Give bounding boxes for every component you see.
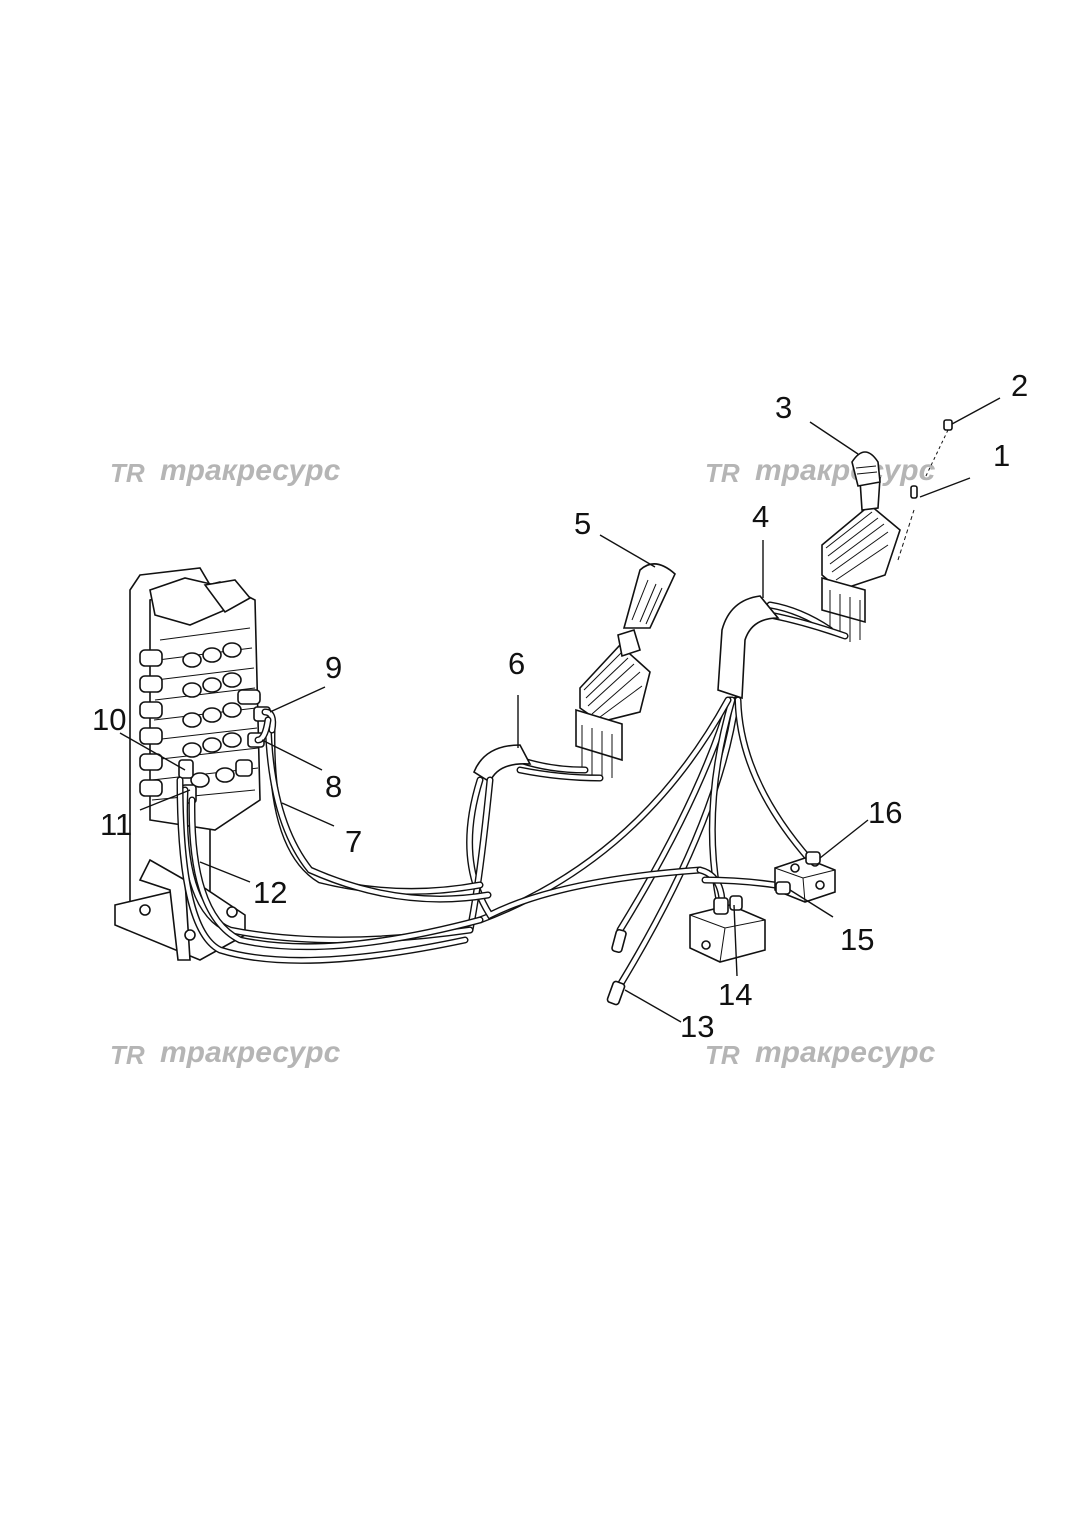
- callout-11: 11: [100, 807, 132, 842]
- watermark-text: тракресурс: [160, 454, 341, 487]
- watermark-bottom-right: TR тракресурс: [705, 1036, 936, 1070]
- watermark-top-right: TR тракресурс: [705, 454, 936, 488]
- watermark-logo: TR: [110, 1040, 145, 1070]
- callout-12: 12: [253, 875, 287, 910]
- callout-5: 5: [574, 506, 591, 541]
- joystick-right: [821, 451, 901, 642]
- watermark-top-left: TR тракресурс: [110, 454, 341, 488]
- joystick-middle: [575, 563, 676, 778]
- callout-14: 14: [718, 977, 752, 1012]
- hose-harness: [176, 595, 849, 989]
- callout-7: 7: [345, 824, 362, 859]
- control-valve-block: [114, 567, 271, 961]
- callout-3: 3: [775, 390, 792, 425]
- callout-13: 13: [680, 1009, 714, 1044]
- callout-9: 9: [325, 650, 342, 685]
- pressure-block-14: [689, 895, 766, 963]
- valve-block-15: [774, 851, 836, 903]
- callout-15: 15: [840, 922, 874, 957]
- watermark-text: тракресурс: [755, 1036, 936, 1069]
- callout-2: 2: [1011, 368, 1028, 403]
- watermark-logo: TR: [705, 1040, 740, 1070]
- callout-16: 16: [868, 795, 902, 830]
- callout-8: 8: [325, 769, 342, 804]
- callout-6: 6: [508, 646, 525, 681]
- leader-lines: [119, 397, 1001, 1023]
- watermark-text: тракресурс: [755, 454, 936, 487]
- watermark-bottom-left: TR тракресурс: [110, 1036, 341, 1070]
- callout-10: 10: [92, 702, 126, 737]
- watermark-logo: TR: [110, 458, 145, 488]
- callout-4: 4: [752, 499, 769, 534]
- watermark-text: тракресурс: [160, 1036, 341, 1069]
- callouts: 1 2 3 4 5 6 7 8 9 10 11 12 13 14 15 16: [92, 368, 1028, 1044]
- callout-1: 1: [993, 438, 1010, 473]
- hose-ends-13: [606, 928, 627, 1006]
- watermark-logo: TR: [705, 458, 740, 488]
